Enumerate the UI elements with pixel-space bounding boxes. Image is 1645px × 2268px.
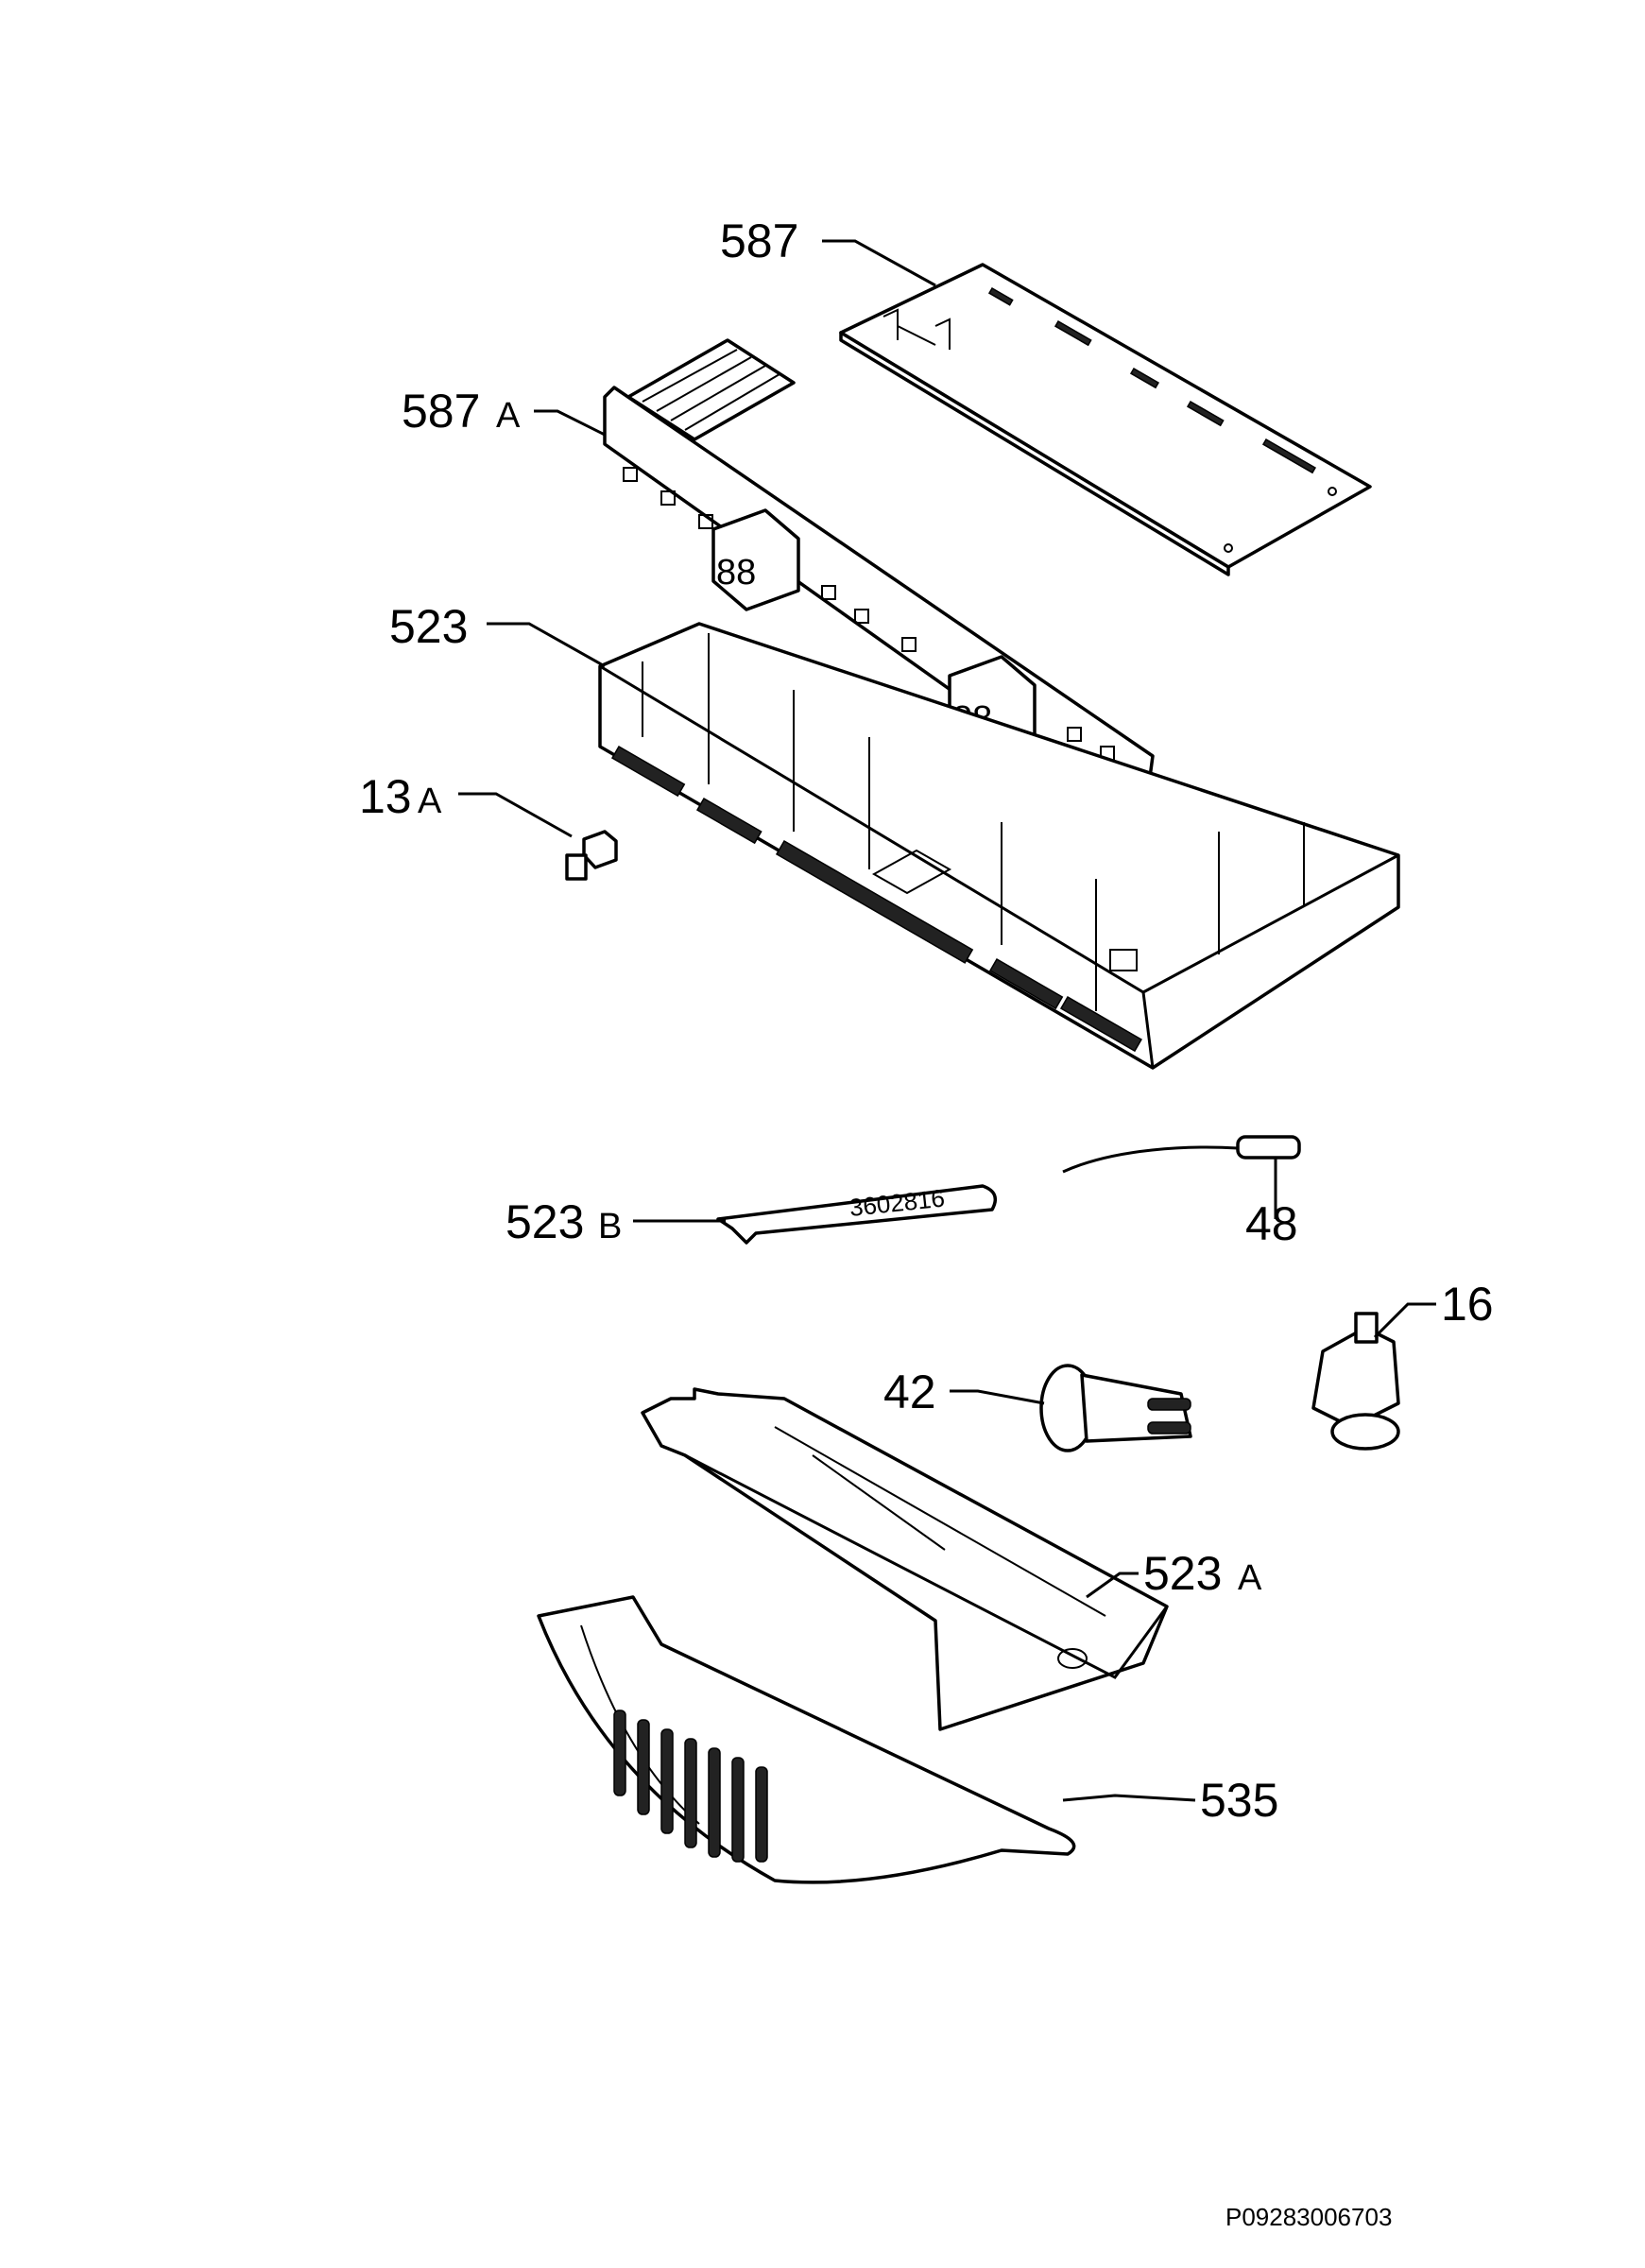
part-523-housing	[598, 622, 1400, 1070]
callout-16: 16	[1441, 1278, 1494, 1331]
part-16-component	[1311, 1312, 1400, 1451]
leader-lines	[458, 239, 1436, 1802]
callout-523: 523	[389, 600, 468, 653]
part-523b-clip: 3602816	[716, 1184, 998, 1245]
callout-535: 535	[1200, 1774, 1278, 1827]
part-42-lamp-holder	[1039, 1364, 1192, 1452]
callout-42: 42	[883, 1366, 936, 1418]
callout-523a-suffix: A	[1238, 1558, 1262, 1598]
callout-labels: 587 587 A 523 13 A 523 B 48 16 42 523 A …	[359, 215, 1494, 1827]
callout-48: 48	[1245, 1197, 1298, 1250]
display-digit-block-1: 88	[711, 508, 800, 611]
callout-587: 587	[720, 215, 798, 267]
part-13a-pin	[565, 830, 618, 881]
part-587-circuit-board	[839, 263, 1372, 576]
callout-13a: 13	[359, 770, 412, 823]
part-48-sensor	[1062, 1135, 1301, 1174]
callout-523b: 523	[505, 1195, 584, 1248]
callout-523b-suffix: B	[598, 1207, 622, 1246]
callout-587a: 587	[402, 385, 480, 438]
svg-text:88: 88	[716, 553, 756, 593]
callout-523a: 523	[1143, 1547, 1222, 1600]
part-535-grille	[537, 1595, 1076, 1884]
part-523a-cover	[641, 1387, 1169, 1731]
callout-587a-suffix: A	[496, 396, 521, 436]
callout-13a-suffix: A	[418, 782, 442, 821]
drawing-code: P09283006703	[1225, 2203, 1392, 2231]
